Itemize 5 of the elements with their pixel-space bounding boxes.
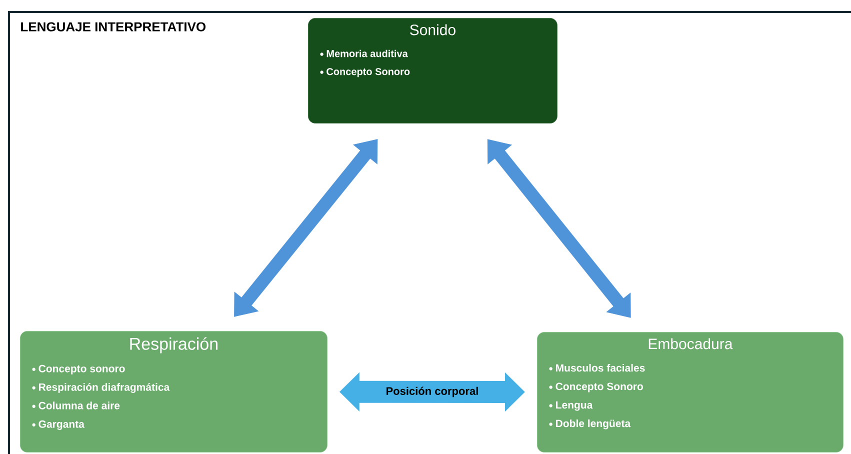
process-box: Sonido Memoria auditiva Concepto Sonoro xyxy=(308,18,558,124)
title: LENGUAJE INTERPRETATIVO xyxy=(21,22,206,32)
process-box: Embocadura Musculos faciales Concepto Sonoro Lengua Doble lengüeta xyxy=(537,332,844,452)
process-box: Respiración Concepto sonoro Respiración diafragmática Columna de aire Garganta xyxy=(20,331,328,452)
edge-label: Posición corporal xyxy=(384,386,480,398)
